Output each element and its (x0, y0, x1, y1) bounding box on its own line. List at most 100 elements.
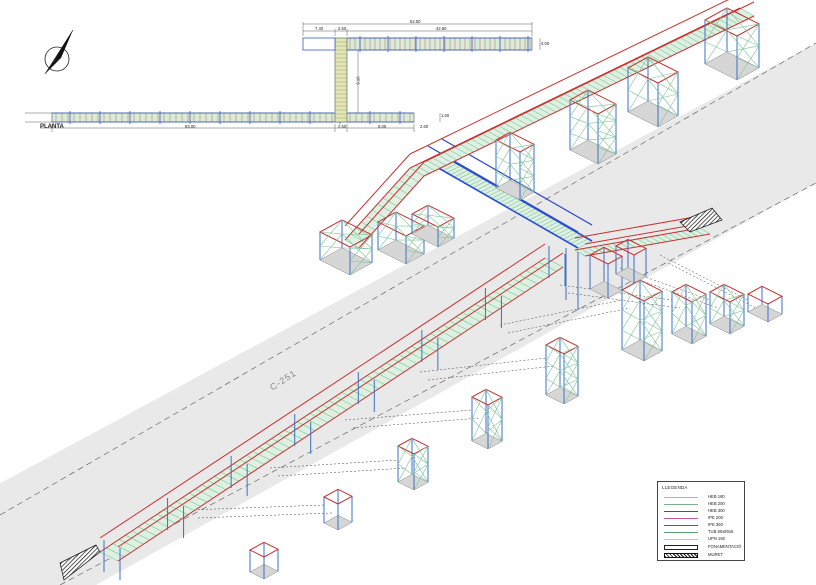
walkway-stripe (651, 50, 667, 59)
walkway-stripe (494, 291, 513, 301)
walkway-stripe (701, 26, 716, 35)
guide-line (277, 467, 407, 477)
walkway-stripe (681, 231, 692, 238)
walkway-stripe (474, 303, 494, 314)
walkway-stripe (388, 191, 403, 201)
tower-top (670, 283, 708, 303)
tower-brace (509, 176, 535, 181)
walkway-stripe (344, 239, 360, 249)
walkway-stripe (417, 341, 436, 352)
legend-item: HEB 300 (664, 508, 742, 514)
tower-brace (643, 300, 663, 312)
walkway-stripe (596, 77, 612, 86)
walkway-stripe (574, 87, 590, 97)
walkway-stripe (517, 206, 533, 214)
tower-brace (397, 456, 413, 483)
walkway-stripe (377, 203, 392, 213)
walkway-stripe (392, 358, 411, 369)
walkway-edge (409, 7, 741, 169)
tower-brace (377, 211, 397, 237)
walkway-stripe (717, 18, 733, 27)
tower-brace (569, 106, 589, 134)
walkway-stripe (646, 53, 661, 62)
walkway-stripe (398, 354, 417, 364)
walkway-segment (409, 0, 755, 177)
support-tower (708, 283, 746, 335)
walkway-rail (99, 243, 546, 539)
walkway-stripe (385, 362, 405, 373)
walkway-stripe (420, 162, 436, 171)
end-wall-left (59, 544, 101, 581)
walkway-stripe (668, 42, 683, 51)
tower-brace (729, 317, 745, 327)
walkway-stripe (424, 337, 443, 348)
foundation-pad (704, 51, 760, 81)
tower-brace (319, 233, 343, 261)
walkway-stripe (99, 551, 119, 562)
support-tower (670, 283, 708, 345)
tower-brace (639, 310, 663, 321)
tower-brace (545, 353, 561, 379)
legend-item: TUB 80x80x5 (664, 529, 742, 535)
plan-title: PLANTA (40, 124, 64, 130)
walkway-stripe (739, 7, 755, 17)
walkway-stripe (538, 261, 557, 272)
tower-brace (427, 214, 455, 219)
tower-brace (471, 389, 487, 420)
walkway-stripe (453, 146, 469, 155)
walkway-stripe (252, 450, 271, 461)
walkway-stripe (303, 417, 322, 427)
foundation-pad (671, 326, 707, 345)
support-tower (410, 204, 456, 248)
walkway-stripe (415, 165, 430, 174)
dim-bottom-total: 63.00 (185, 124, 196, 129)
tower-brace (569, 89, 589, 117)
walkway-stripe (220, 471, 239, 482)
tower-brace (597, 147, 617, 155)
walkway-stripe (472, 180, 488, 189)
walkway-stripe (499, 195, 514, 204)
tower-brace (691, 322, 707, 337)
tower-brace (685, 315, 707, 327)
walkway-stripe (569, 90, 584, 99)
foundation-pad (471, 433, 503, 450)
tower-brace (657, 82, 679, 95)
walkway-stripe (570, 236, 585, 244)
walkway-stripe (448, 149, 463, 158)
walkway-stripe (536, 106, 551, 115)
walkway-stripe (679, 37, 694, 46)
walkway-stripe (379, 366, 398, 377)
walkway-stripe (442, 151, 458, 161)
walkway-stripe (547, 223, 563, 232)
support-tower (544, 336, 580, 405)
walkway-stripe (574, 249, 586, 257)
tower-brace (563, 387, 579, 397)
legend-item: IPE 200 (664, 515, 742, 521)
walkway-stripe (176, 501, 195, 511)
walkway-stripe (487, 189, 503, 197)
walkway-stripe (506, 199, 521, 208)
walkway-stripe (296, 421, 316, 432)
walkway-stripe (112, 543, 131, 553)
legend-swatch (664, 524, 698, 526)
tower-brace (627, 56, 649, 91)
tower-brace (621, 299, 641, 331)
walkway-stripe (446, 165, 461, 174)
walkway-stripe (502, 197, 518, 206)
walkway-stripe (649, 236, 661, 244)
guide-line (427, 365, 555, 381)
dim-left-top: 7.40 (315, 26, 324, 31)
walkway-stripe (635, 58, 650, 67)
walkway-stripe (519, 114, 535, 123)
tower-brace (709, 300, 725, 325)
walkway-stripe (606, 244, 617, 251)
walkway-stripe (514, 204, 529, 212)
walkway-stripe (382, 197, 398, 207)
walkway-stripe (602, 74, 617, 83)
walkway-stripe (481, 133, 496, 142)
foundation-pad (747, 304, 783, 323)
legend-swatch (664, 503, 698, 505)
walkway-edge (99, 257, 546, 553)
dim-left-h: 1.60 (441, 113, 450, 118)
walkway-stripe (551, 225, 566, 234)
